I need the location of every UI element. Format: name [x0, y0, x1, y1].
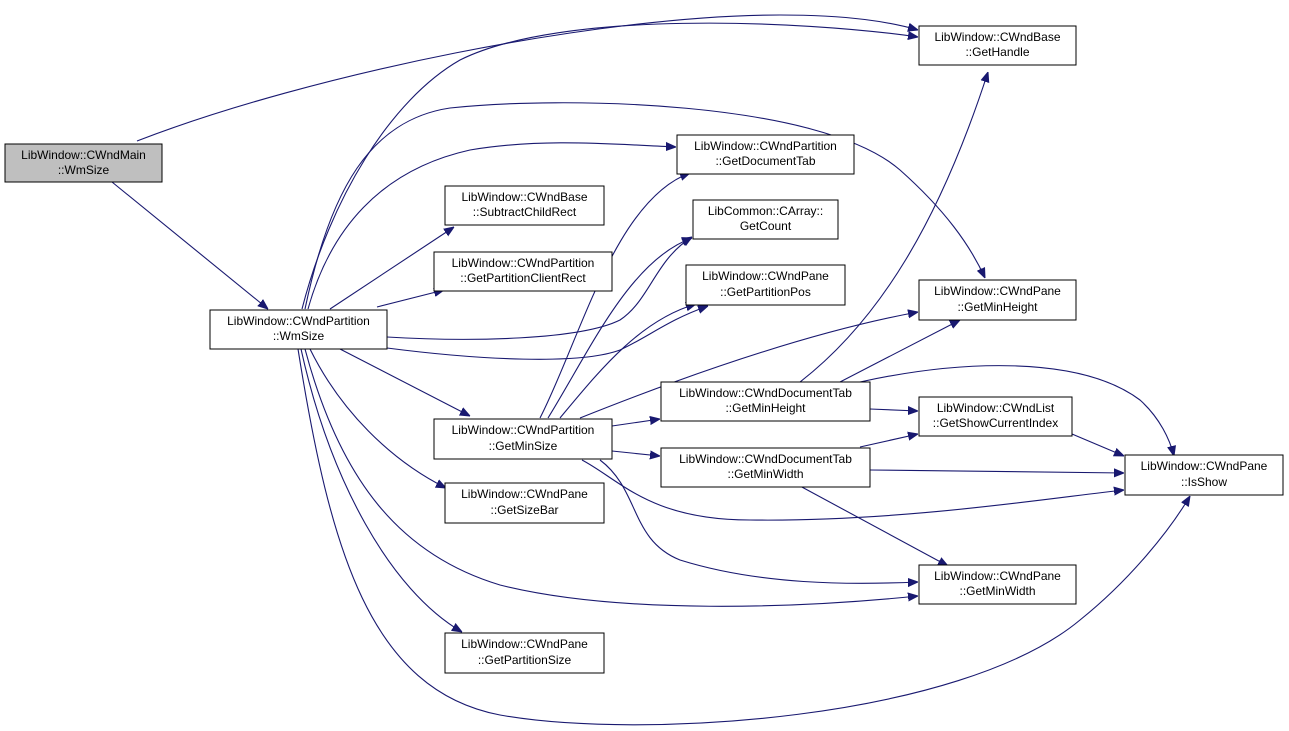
edge-getminsize-to-getpartpos [559, 304, 696, 419]
svg-text:::GetPartitionPos: ::GetPartitionPos [720, 285, 811, 299]
edge-wmsize-to-gethandle [301, 22, 918, 310]
svg-text:::GetMinWidth: ::GetMinWidth [727, 467, 803, 481]
edge-doc-minheight-to-isshow [859, 365, 1174, 456]
edge-wmsize-to-getpartsize [300, 348, 462, 632]
svg-text:LibWindow::CWndPartition: LibWindow::CWndPartition [452, 423, 595, 437]
edges [111, 14, 1190, 726]
edge-doc-minwidth-to-getshowidx [859, 434, 918, 448]
svg-text:LibWindow::CWndDocumentTab: LibWindow::CWndDocumentTab [679, 452, 852, 466]
svg-text:LibWindow::CWndPane: LibWindow::CWndPane [461, 487, 588, 501]
edge-root-to-wmsize [111, 181, 268, 309]
node-cwndlist-getshowcurrentindex[interactable]: LibWindow::CWndList ::GetShowCurrentInde… [918, 396, 1073, 437]
edge-doc-minheight-to-getshowidx [869, 409, 918, 411]
edge-wmsize-to-subtract [329, 227, 454, 310]
node-carray-getcount[interactable]: LibCommon::CArray:: GetCount [692, 199, 839, 240]
node-cwndpane-isshow[interactable]: LibWindow::CWndPane ::IsShow [1124, 454, 1284, 496]
svg-text:LibWindow::CWndBase: LibWindow::CWndBase [461, 190, 587, 204]
edge-wmsize-to-pane-minwidth [304, 348, 918, 607]
node-cwndpane-getpartitionpos[interactable]: LibWindow::CWndPane ::GetPartitionPos [685, 264, 846, 306]
edge-getminsize-to-pane-minheight [579, 312, 918, 419]
edge-wmsize-to-getpartpos [386, 306, 708, 360]
node-cwndpartition-getdocumenttab[interactable]: LibWindow::CWndPartition ::GetDocumentTa… [676, 134, 855, 175]
svg-text:LibWindow::CWndMain: LibWindow::CWndMain [21, 148, 146, 162]
node-cwndpane-getpartitionsize[interactable]: LibWindow::CWndPane ::GetPartitionSize [444, 632, 605, 674]
edge-wmsize-to-getsizebar [309, 348, 446, 488]
node-cwndpane-getminwidth[interactable]: LibWindow::CWndPane ::GetMinWidth [918, 564, 1077, 605]
svg-text:LibWindow::CWndPartition: LibWindow::CWndPartition [694, 139, 837, 153]
svg-text:::WmSize: ::WmSize [58, 163, 110, 177]
node-cwndpane-getsizebar[interactable]: LibWindow::CWndPane ::GetSizeBar [444, 482, 605, 524]
svg-text:::SubtractChildRect: ::SubtractChildRect [473, 205, 577, 219]
edge-wmsize-to-getcount [386, 237, 692, 340]
svg-text:::GetPartitionSize: ::GetPartitionSize [478, 653, 572, 667]
edge-wmsize-to-isshow [297, 348, 1190, 726]
node-cwndmain-wmsize[interactable]: LibWindow::CWndMain ::WmSize [4, 143, 163, 183]
svg-text:::GetDocumentTab: ::GetDocumentTab [715, 154, 815, 168]
edge-wmsize-to-getpartclient [376, 290, 444, 308]
svg-text:::GetSizeBar: ::GetSizeBar [490, 503, 558, 517]
edge-root-to-gethandle [136, 14, 918, 142]
svg-text:LibCommon::CArray::: LibCommon::CArray:: [708, 204, 823, 218]
node-cwndbase-subtractchildrect[interactable]: LibWindow::CWndBase ::SubtractChildRect [444, 185, 605, 226]
svg-text:LibWindow::CWndDocumentTab: LibWindow::CWndDocumentTab [679, 386, 852, 400]
node-cwndpartition-getpartitionclientrect[interactable]: LibWindow::CWndPartition ::GetPartitionC… [433, 251, 613, 292]
node-cwndpartition-getminsize[interactable]: LibWindow::CWndPartition ::GetMinSize [433, 418, 613, 460]
svg-text:LibWindow::CWndPane: LibWindow::CWndPane [934, 569, 1061, 583]
svg-text:LibWindow::CWndPartition: LibWindow::CWndPartition [452, 256, 595, 270]
svg-text:::GetMinSize: ::GetMinSize [489, 439, 558, 453]
svg-text:::GetMinWidth: ::GetMinWidth [959, 584, 1035, 598]
svg-text:LibWindow::CWndPane: LibWindow::CWndPane [461, 637, 588, 651]
svg-text:LibWindow::CWndPane: LibWindow::CWndPane [702, 269, 829, 283]
edge-getminsize-to-doc-minheight [611, 419, 660, 427]
edge-wmsize-to-getdoctab [307, 143, 676, 310]
edge-getminsize-to-getcount [547, 238, 692, 419]
svg-text:::GetShowCurrentIndex: ::GetShowCurrentIndex [933, 416, 1058, 430]
node-cwndpartition-wmsize[interactable]: LibWindow::CWndPartition ::WmSize [209, 309, 388, 350]
svg-text:::GetHandle: ::GetHandle [965, 45, 1029, 59]
svg-text:::WmSize: ::WmSize [273, 329, 325, 343]
edge-wmsize-to-getminsize [339, 348, 470, 416]
svg-text:::GetMinHeight: ::GetMinHeight [725, 401, 806, 415]
node-cwndbase-gethandle[interactable]: LibWindow::CWndBase ::GetHandle [918, 25, 1077, 66]
node-cwnddocumenttab-getminwidth[interactable]: LibWindow::CWndDocumentTab ::GetMinWidth [660, 447, 871, 488]
svg-text:::IsShow: ::IsShow [1181, 475, 1227, 489]
svg-text:LibWindow::CWndPartition: LibWindow::CWndPartition [227, 314, 370, 328]
edge-getminsize-to-doc-minwidth [611, 451, 660, 456]
edge-getminsize-to-isshow [581, 459, 1124, 521]
edge-doc-minwidth-to-isshow [869, 470, 1124, 473]
svg-text:LibWindow::CWndPane: LibWindow::CWndPane [934, 284, 1061, 298]
svg-text:::GetMinHeight: ::GetMinHeight [957, 300, 1038, 314]
edge-getminsize-to-pane-minwidth [599, 459, 918, 583]
svg-text:GetCount: GetCount [740, 219, 792, 233]
node-cwnddocumenttab-getminheight[interactable]: LibWindow::CWndDocumentTab ::GetMinHeigh… [660, 381, 871, 422]
node-cwndpane-getminheight[interactable]: LibWindow::CWndPane ::GetMinHeight [918, 279, 1077, 321]
svg-text:LibWindow::CWndBase: LibWindow::CWndBase [934, 30, 1060, 44]
edge-doc-minheight-to-pane-minheight [839, 320, 960, 383]
svg-text:LibWindow::CWndList: LibWindow::CWndList [937, 401, 1055, 415]
edge-doc-minwidth-to-pane-minwidth [799, 485, 948, 566]
nodes: LibWindow::CWndMain ::WmSize LibWindow::… [4, 25, 1284, 674]
svg-text:LibWindow::CWndPane: LibWindow::CWndPane [1141, 459, 1268, 473]
edge-doc-minheight-to-gethandle [799, 72, 988, 383]
edge-getshowidx-to-isshow [1071, 433, 1124, 456]
edge-wmsize-to-pane-minheight [304, 102, 985, 310]
svg-text:::GetPartitionClientRect: ::GetPartitionClientRect [460, 271, 586, 285]
